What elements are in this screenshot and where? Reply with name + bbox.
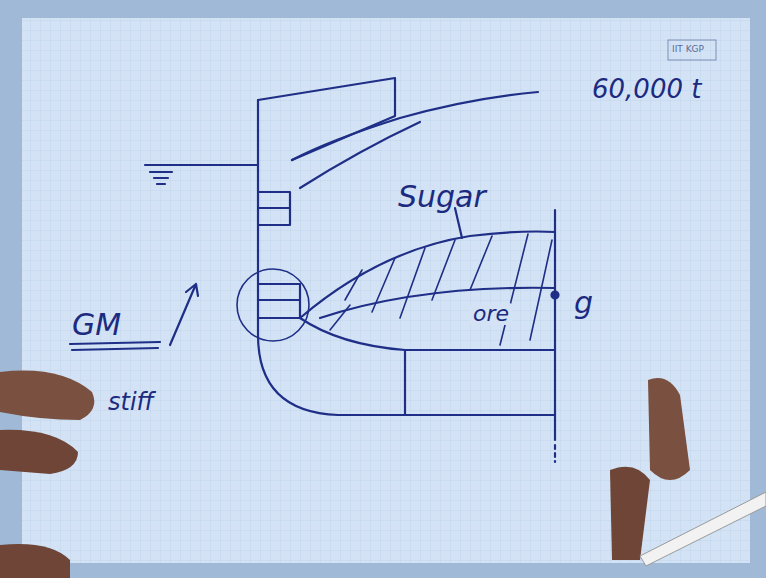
left-finger [0,544,70,578]
watermark-stamp: IIT KGP [672,45,704,54]
tank-box [258,192,290,225]
centerline [554,210,556,440]
centerline-dash [554,445,556,462]
ore-pile [320,288,555,318]
waterline [145,164,258,166]
girder [404,350,406,415]
gm-underline [70,342,160,350]
stability-term: GM [72,310,121,340]
paper-grid [22,18,750,563]
cargo-weight: 60,000 t [592,76,701,102]
left-finger [0,430,78,474]
paper-sheet [22,18,750,563]
left-finger [0,371,94,420]
stability-note: stiff [108,390,154,414]
stamp-box [668,40,716,60]
right-finger [610,467,650,560]
gm-arrow [170,284,198,345]
cargo-hatching [330,234,552,345]
hopper-box [258,284,300,318]
cargo-name: Sugar [398,182,486,212]
sugar-leader [455,208,462,238]
pen [640,492,766,566]
topside-tank-line [300,122,420,188]
hatch-coaming [258,78,395,160]
centre-of-gravity-label: g [574,288,593,318]
deck-curve [292,92,538,160]
detail-circle [237,269,309,341]
sugar-pile [300,232,555,319]
centre-of-gravity-dot [552,292,559,299]
inner-bottom [300,318,555,350]
cargo-name: ore [470,303,512,325]
right-finger [648,378,690,480]
water-symbol [150,172,172,184]
side-shell [258,100,555,415]
